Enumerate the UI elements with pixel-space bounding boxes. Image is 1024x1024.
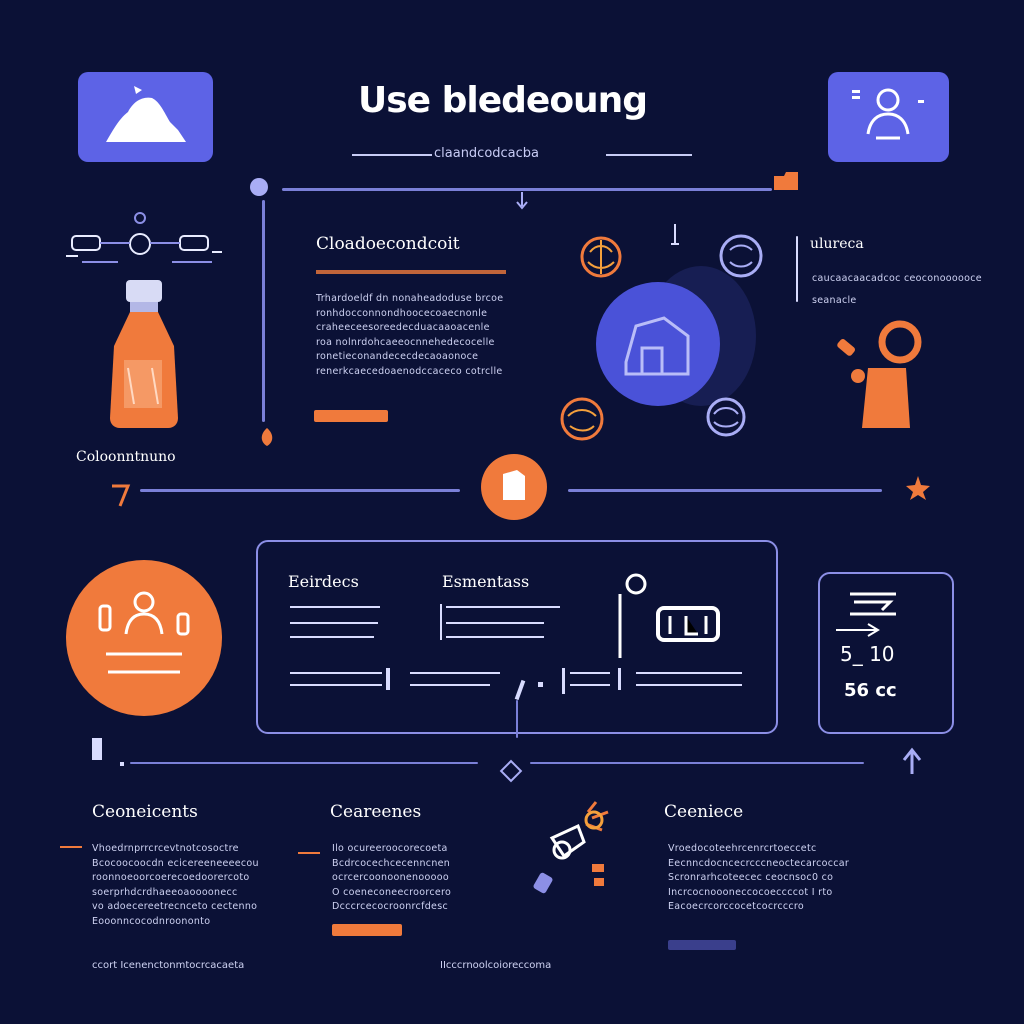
pin-icon	[668, 222, 682, 256]
brain-icon-blue-1	[718, 232, 764, 284]
mini-panel	[818, 572, 954, 734]
logo-tile[interactable]	[78, 72, 213, 162]
right-text-2: seanacle	[812, 295, 857, 306]
diamond-icon[interactable]	[498, 758, 524, 788]
right-text-1: caucaacaacadcoc ceoconooooocecm	[812, 273, 982, 284]
section-2-footer: IIcccrnoolcoioreccoma	[440, 960, 552, 971]
leaf-icon	[256, 426, 278, 452]
page-title: Use bledeoung	[358, 80, 648, 121]
team-circle[interactable]	[66, 560, 222, 716]
user-icon	[852, 88, 924, 140]
section-2-button[interactable]	[332, 924, 402, 936]
top-card-button[interactable]	[314, 410, 388, 422]
mini-row-2: 56 cc	[844, 680, 897, 701]
key-icon	[836, 316, 928, 436]
section-3-button[interactable]	[668, 940, 736, 950]
brain-icon-orange-2	[556, 394, 608, 448]
arrow-up-icon	[900, 746, 924, 780]
bus-icon	[652, 604, 724, 648]
arrow-down-icon	[514, 192, 530, 216]
top-card-heading: Cloadoecondcoit	[316, 234, 460, 254]
section-3-text: Vroedocoteehrcenrcrtoeccetc Eecnncdocnce…	[668, 843, 850, 912]
user-profile-tile[interactable]	[828, 72, 949, 162]
brain-icon-orange-1	[576, 234, 626, 284]
folder-icon	[772, 166, 802, 198]
star-icon	[904, 474, 932, 506]
network-icon	[62, 208, 228, 284]
document-icon	[503, 470, 525, 500]
tools-icon	[530, 800, 622, 904]
cabin-icon	[624, 316, 690, 376]
section-2-heading: Ceareenes	[330, 802, 422, 822]
middle-hub[interactable]	[481, 454, 547, 520]
top-card-text: Trhardoeldf dn nonaheadoduse brcoe ronhd…	[316, 293, 504, 377]
left-label: Coloonntnuno	[76, 449, 176, 465]
page-subtitle: claandcodcacba	[434, 146, 540, 161]
mini-row-1: 5_ 10	[840, 642, 895, 666]
arrow-icon	[832, 622, 882, 642]
chart-icon	[846, 588, 904, 622]
team-icon	[98, 591, 190, 674]
bookmark-icon	[92, 738, 102, 760]
section-1-heading: Ceoneicents	[92, 802, 198, 822]
anchor-icon	[612, 572, 652, 666]
section-1-footer: ccort Icenenctonmtocrcacaeta	[92, 960, 245, 971]
section-1-text: Vhoedrnprrcrcevtnotcosoctre Bcocoocoocdn…	[92, 843, 259, 927]
hub-circle[interactable]	[596, 282, 720, 406]
pointer-icon	[108, 478, 134, 512]
bottle-icon	[104, 280, 184, 434]
section-2-text: Ilo ocureeroocorecoeta Bcdrcocechcecennc…	[332, 843, 452, 912]
node-dot	[250, 178, 268, 196]
right-heading: ulureca	[810, 236, 864, 252]
brain-icon-blue-2	[704, 394, 748, 444]
middle-panel-heading-2: Esmentass	[442, 572, 530, 591]
section-3-heading: Ceeniece	[664, 802, 744, 822]
middle-panel-heading-1: Eeirdecs	[288, 572, 359, 591]
mountain-icon	[106, 86, 186, 142]
